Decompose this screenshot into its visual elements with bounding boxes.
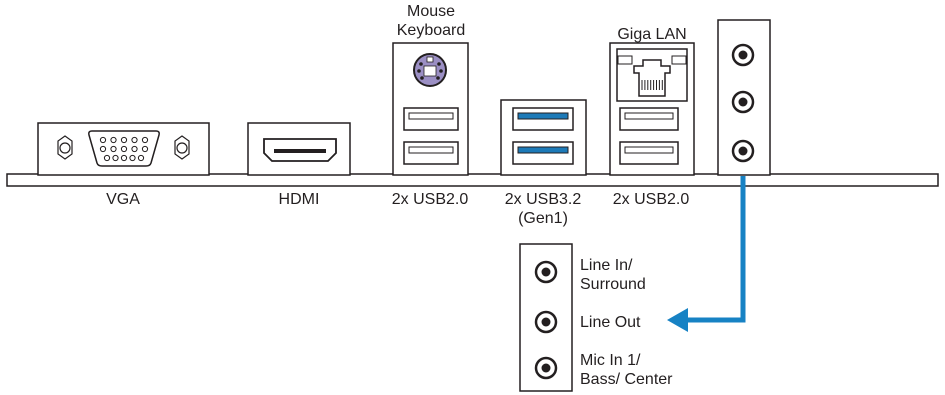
vga-pins xyxy=(99,136,149,162)
rj45-port-icon xyxy=(616,48,688,102)
usb32-port-icon xyxy=(512,107,574,131)
usb20-port-icon xyxy=(403,141,459,165)
usb32-stack xyxy=(500,99,587,176)
usb20-port-icon xyxy=(619,141,679,165)
lan-label: Giga LAN xyxy=(617,26,687,43)
vga-pin xyxy=(141,145,149,153)
ps2-label: Mouse Keyboard xyxy=(386,2,476,40)
audio-jack-icon xyxy=(534,310,558,334)
usb32-port-icon xyxy=(512,141,574,165)
vga-label: VGA xyxy=(106,191,140,208)
ps2-label-line2: Keyboard xyxy=(396,22,466,39)
usb32-label-line2: (Gen1) xyxy=(518,210,568,227)
vga-pin xyxy=(120,145,128,153)
usb20-port-icon xyxy=(619,107,679,131)
ps2-label-line1: Mouse xyxy=(406,3,456,20)
usb20-right-label: 2x USB2.0 xyxy=(612,191,690,208)
vga-pin xyxy=(99,145,107,153)
vga-screw-right-icon xyxy=(174,135,190,160)
line-in-label-line2: Surround xyxy=(580,276,646,293)
vga-pin xyxy=(110,145,117,153)
vga-pin xyxy=(120,154,128,162)
hdmi-label: HDMI xyxy=(278,191,320,208)
ps2-usb-stack xyxy=(392,42,469,176)
vga-pin xyxy=(137,154,145,162)
usb32-label-line1: 2x USB3.2 xyxy=(504,191,582,208)
mic-in-label-line2: Bass/ Center xyxy=(580,371,673,388)
mic-in-label-line1: Mic In 1/ xyxy=(580,352,641,369)
audio-jack-icon xyxy=(731,90,755,114)
vga-pin xyxy=(129,154,136,162)
audio-detail-panel xyxy=(519,243,573,392)
hdmi-port xyxy=(247,122,351,176)
line-out-label: Line Out xyxy=(580,314,641,331)
vga-pin xyxy=(112,154,119,162)
vga-port xyxy=(37,122,210,176)
audio-jack-icon xyxy=(534,356,558,380)
line-in-label: Line In/ Surround xyxy=(580,256,646,294)
callout-arrow-head-icon xyxy=(667,308,688,332)
io-shield-bar xyxy=(6,173,939,187)
vga-pin xyxy=(103,154,111,162)
vga-screw-left-icon xyxy=(57,135,73,160)
vga-pin xyxy=(131,136,138,144)
vga-pin xyxy=(131,145,138,153)
usb20-left-label: 2x USB2.0 xyxy=(391,191,469,208)
usb32-label: 2x USB3.2 (Gen1) xyxy=(493,190,593,228)
lan-usb-stack xyxy=(609,42,695,176)
vga-pin xyxy=(110,136,117,144)
vga-pin xyxy=(141,136,149,144)
mic-in-label: Mic In 1/ Bass/ Center xyxy=(580,351,672,389)
audio-jack-icon xyxy=(731,139,755,163)
callout-arrow-line xyxy=(685,176,746,323)
audio-jack-stack xyxy=(717,19,771,176)
audio-jack-icon xyxy=(731,43,755,67)
usb20-port-icon xyxy=(403,107,459,131)
vga-pin xyxy=(120,136,128,144)
line-in-label-line1: Line In/ xyxy=(580,257,633,274)
audio-jack-icon xyxy=(534,260,558,284)
hdmi-tongue xyxy=(274,149,326,153)
vga-pin xyxy=(99,136,107,144)
